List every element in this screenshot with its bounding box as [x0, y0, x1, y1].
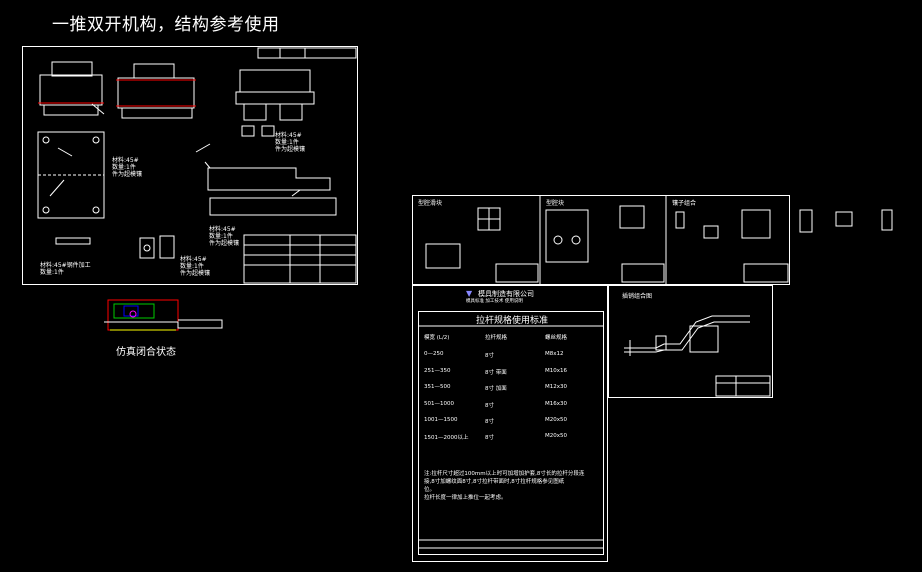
table-header-3: 螺丝规格 — [545, 335, 568, 341]
table-row-1-col-2: 8寸 — [485, 353, 494, 359]
table-footnote: 注:拉杆尺寸超过100mm以上时可加增加护套,8寸长的拉杆分段连 接,8寸加螺纹… — [424, 471, 585, 501]
sheet1-note-3: 材料:45#数量:1件件为超模镶 — [209, 226, 240, 247]
table-row-3-col-3: M12x30 — [545, 384, 567, 390]
sheet1-note-4: 材料:45#数量:1件件为超模镶 — [180, 256, 211, 277]
standard-table — [418, 311, 604, 555]
page-title: 一推双开机构，结构参考使用 — [52, 15, 280, 35]
drawing-sheet-1[interactable] — [22, 46, 358, 285]
table-row-1-col-3: M8x12 — [545, 351, 564, 357]
closed-state-caption: 仿真闭合状态 — [116, 347, 176, 358]
sheet2-label-3: 镶子组合 — [672, 200, 697, 207]
table-row-3-col-1: 351—500 — [424, 384, 451, 390]
drawing-sheet-4[interactable] — [608, 285, 773, 398]
table-row-2-col-1: 251—350 — [424, 368, 451, 374]
table-row-5-col-2: 8寸 — [485, 419, 494, 425]
sheet1-note-1: 材料:45#数量:1件件为超模镶 — [112, 157, 143, 178]
table-row-2-col-2: 8寸 带面 — [485, 370, 507, 376]
table-header-2: 拉杆规格 — [485, 335, 508, 341]
sheet2-label-2: 型腔块 — [546, 200, 565, 207]
table-row-6-col-1: 1501—2000以上 — [424, 435, 469, 441]
triangle-icon: ▼ — [466, 289, 473, 298]
table-row-6-col-2: 8寸 — [485, 435, 494, 441]
company-subtitle: 模具标准 加工技术 使用说明 — [466, 299, 523, 304]
sheet1-note-5: 材料:45#钢件加工数量:1件 — [40, 262, 91, 276]
table-title: 拉杆规格使用标准 — [476, 316, 549, 326]
table-row-4-col-1: 501—1000 — [424, 401, 454, 407]
table-row-2-col-3: M10x16 — [545, 368, 567, 374]
table-row-4-col-3: M16x30 — [545, 401, 567, 407]
sheet1-note-2: 材料:45#数量:1件件为超模镶 — [275, 132, 306, 153]
table-row-3-col-2: 8寸 加面 — [485, 386, 507, 392]
drawing-sheet-3[interactable] — [412, 285, 608, 562]
table-row-1-col-1: 0—250 — [424, 351, 444, 357]
table-row-5-col-1: 1001—1500 — [424, 417, 458, 423]
table-header-1: 模宽 (L/2) — [424, 335, 450, 341]
drawing-sheet-2[interactable] — [412, 195, 790, 285]
company-name: 模具制造有限公司 — [478, 290, 534, 298]
sheet2-label-1: 型腔滑块 — [418, 200, 443, 207]
table-row-4-col-2: 8寸 — [485, 403, 494, 409]
table-row-5-col-3: M20x50 — [545, 417, 567, 423]
sheet4-label: 插销组合图 — [622, 293, 653, 300]
table-row-6-col-3: M20x50 — [545, 433, 567, 439]
